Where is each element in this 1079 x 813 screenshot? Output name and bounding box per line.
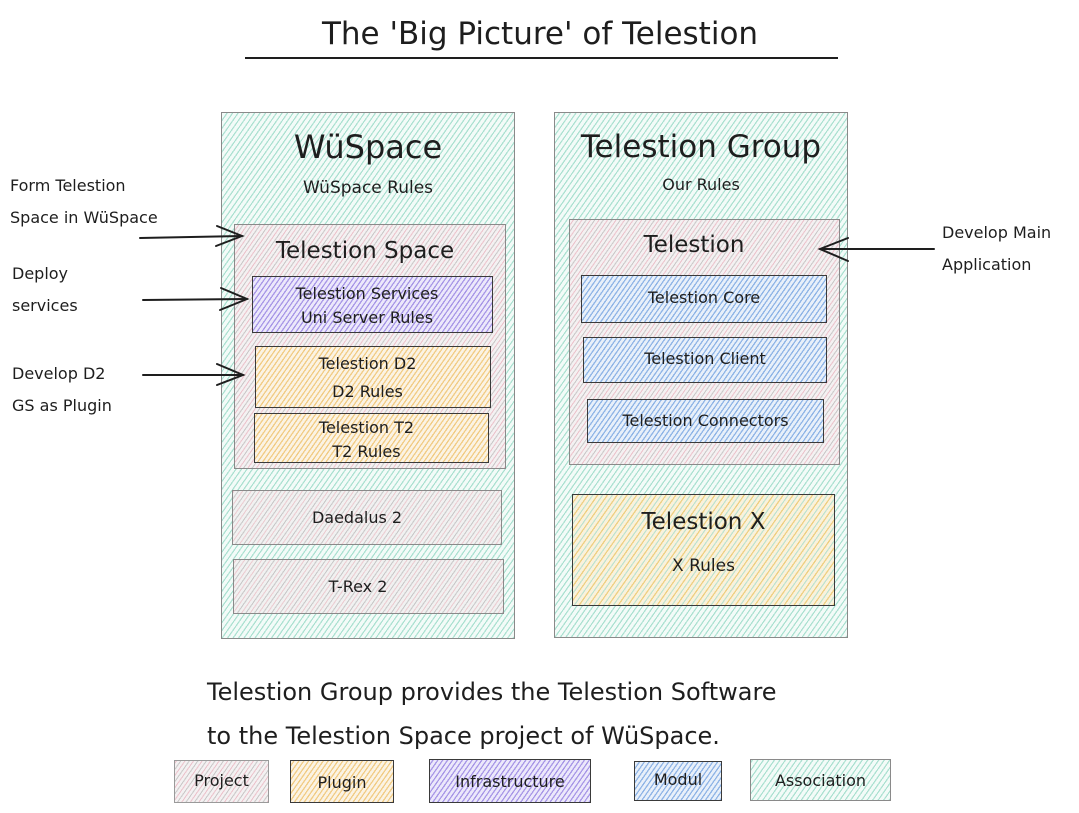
annotation-line: Space in WüSpace — [10, 208, 158, 227]
daedalus-2-label: Daedalus 2 — [311, 508, 403, 527]
annotation-line: Develop Main — [942, 223, 1052, 242]
caption: Telestion Group provides the Telestion S… — [207, 670, 777, 758]
legend-project-label: Project — [194, 771, 249, 790]
annotation-line: Application — [942, 255, 1032, 274]
t-rex-2-label: T-Rex 2 — [328, 577, 388, 596]
telestion-services-title: Telestion Services — [295, 284, 439, 303]
arrow-develop-main — [817, 237, 935, 262]
telestion-services-label: Telestion Services Uni Server Rules — [252, 282, 482, 330]
telestion-services-rules: Uni Server Rules — [300, 308, 434, 327]
telestion-core-box — [581, 275, 827, 323]
telestion-d2-box — [255, 346, 491, 408]
annotation-develop-d2: Develop D2 GS as Plugin — [12, 358, 112, 422]
telestion-d2-rules: D2 Rules — [332, 382, 403, 401]
annotation-line: GS as Plugin — [12, 396, 112, 415]
arrow-develop-d2 — [142, 363, 246, 386]
caption-line-2: to the Telestion Space project of WüSpac… — [207, 722, 720, 750]
telestion-d2-label: Telestion D2 D2 Rules — [255, 350, 480, 406]
legend-infrastructure — [429, 759, 591, 803]
telestion-x-title: Telestion X — [641, 509, 766, 535]
telestion-x-box — [572, 494, 835, 606]
title-underline — [245, 57, 838, 59]
wuspace-title: WüSpace — [293, 128, 443, 166]
telestion-services-box — [252, 276, 493, 333]
annotation-form-telestion-space: Form Telestion Space in WüSpace — [10, 170, 158, 234]
telestion-t2-box — [254, 413, 489, 463]
telestion-t2-label: Telestion T2 T2 Rules — [254, 416, 479, 464]
legend-association — [750, 759, 891, 801]
telestion-title: Telestion — [643, 232, 745, 258]
caption-line-1: Telestion Group provides the Telestion S… — [207, 678, 777, 706]
legend-plugin-label: Plugin — [317, 773, 367, 792]
daedalus-2-box — [232, 490, 502, 545]
legend-project — [174, 760, 269, 803]
telestion-t2-title: Telestion T2 — [318, 418, 415, 437]
annotation-develop-main: Develop Main Application — [942, 217, 1051, 281]
arrow-deploy-services — [142, 287, 250, 311]
telestion-connectors-box — [587, 399, 824, 443]
legend-association-label: Association — [774, 771, 867, 790]
annotation-line: Develop D2 — [12, 364, 106, 383]
diagram-title: The 'Big Picture' of Telestion — [321, 16, 759, 52]
wuspace-subtitle: WüSpace Rules — [302, 178, 434, 198]
telestion-connectors-label: Telestion Connectors — [622, 411, 789, 430]
telestion-group-title: Telestion Group — [580, 129, 822, 165]
annotation-line: services — [12, 296, 78, 315]
annotation-line: Form Telestion — [10, 176, 126, 195]
telestion-x-subtitle: X Rules — [672, 556, 735, 576]
telestion-space-title: Telestion Space — [275, 238, 455, 264]
legend-modul — [634, 761, 722, 801]
telestion-core-label: Telestion Core — [647, 288, 761, 307]
annotation-deploy-services: Deploy services — [12, 258, 78, 322]
telestion-client-box — [583, 337, 827, 383]
t-rex-2-box — [233, 559, 504, 614]
legend-plugin — [290, 760, 394, 803]
arrow-form-telestion-space — [139, 225, 245, 247]
telestion-client-label: Telestion Client — [644, 349, 766, 368]
legend-infrastructure-label: Infrastructure — [455, 772, 565, 791]
telestion-d2-title: Telestion D2 — [318, 354, 417, 373]
legend-modul-label: Modul — [653, 770, 703, 789]
annotation-line: Deploy — [12, 264, 69, 283]
telestion-group-subtitle: Our Rules — [662, 175, 740, 194]
telestion-t2-rules: T2 Rules — [332, 442, 401, 461]
